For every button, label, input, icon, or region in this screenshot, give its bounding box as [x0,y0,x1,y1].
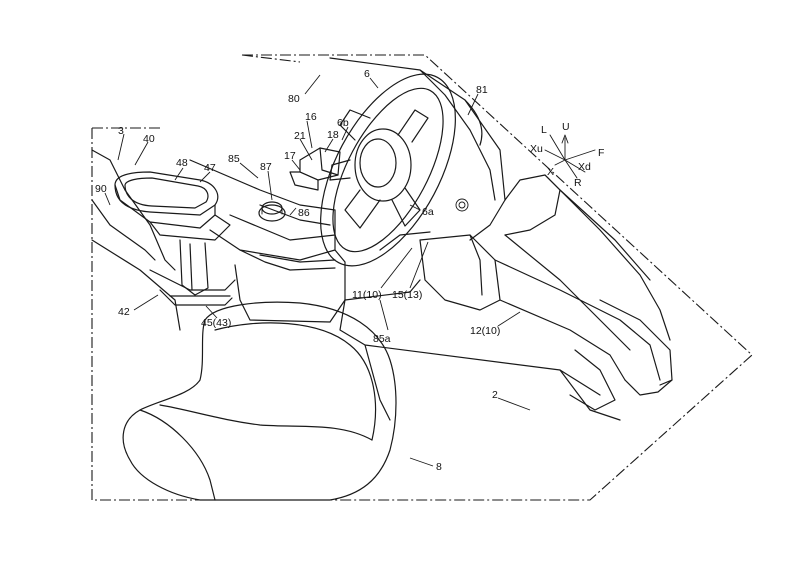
cabin-boundary [91,54,753,501]
label-85a: 85a [373,333,391,345]
label-85: 85 [228,153,240,165]
label-87: 87 [260,161,272,173]
door-trim [91,149,181,331]
label-11-10: 11(10) [352,289,382,301]
axis-label-U: U [562,121,570,133]
leader-lines [104,74,531,467]
label-6a: 6a [422,206,434,218]
label-8: 8 [436,461,442,473]
label-3: 3 [118,125,124,137]
armrest [114,171,236,306]
reference-labels: 3 40 48 47 90 85 87 86 16 21 17 18 6b 6 … [95,68,604,473]
axis-label-R: R [574,177,582,189]
label-6b: 6b [337,117,349,129]
label-40: 40 [143,133,155,145]
label-16: 16 [305,111,317,123]
label-2: 2 [492,389,498,401]
label-81: 81 [476,84,488,96]
label-90: 90 [95,183,107,195]
axis-label-L: L [541,124,547,136]
switch-cluster [289,147,341,191]
label-47: 47 [204,162,216,174]
instrument-panel [329,57,671,351]
seat [122,301,397,501]
axis-label-Xd: Xd [578,161,591,173]
label-18: 18 [327,129,339,141]
label-6: 6 [364,68,370,80]
label-12-10: 12(10) [470,325,500,337]
label-45-43: 45(43) [201,317,231,329]
steering-column [379,231,673,411]
axis-label-X: X [547,166,554,178]
label-21: 21 [294,130,306,142]
label-17: 17 [284,150,296,162]
direction-axes [544,134,596,179]
label-42: 42 [118,306,130,318]
axis-label-Xu: Xu [530,143,543,155]
center-console [189,159,421,323]
axis-label-F: F [598,147,604,159]
floor-body [339,299,621,421]
label-86: 86 [298,207,310,219]
label-80: 80 [288,93,300,105]
label-48: 48 [176,157,188,169]
label-15-13: 15(13) [392,289,422,301]
steering-wheel [320,73,456,267]
